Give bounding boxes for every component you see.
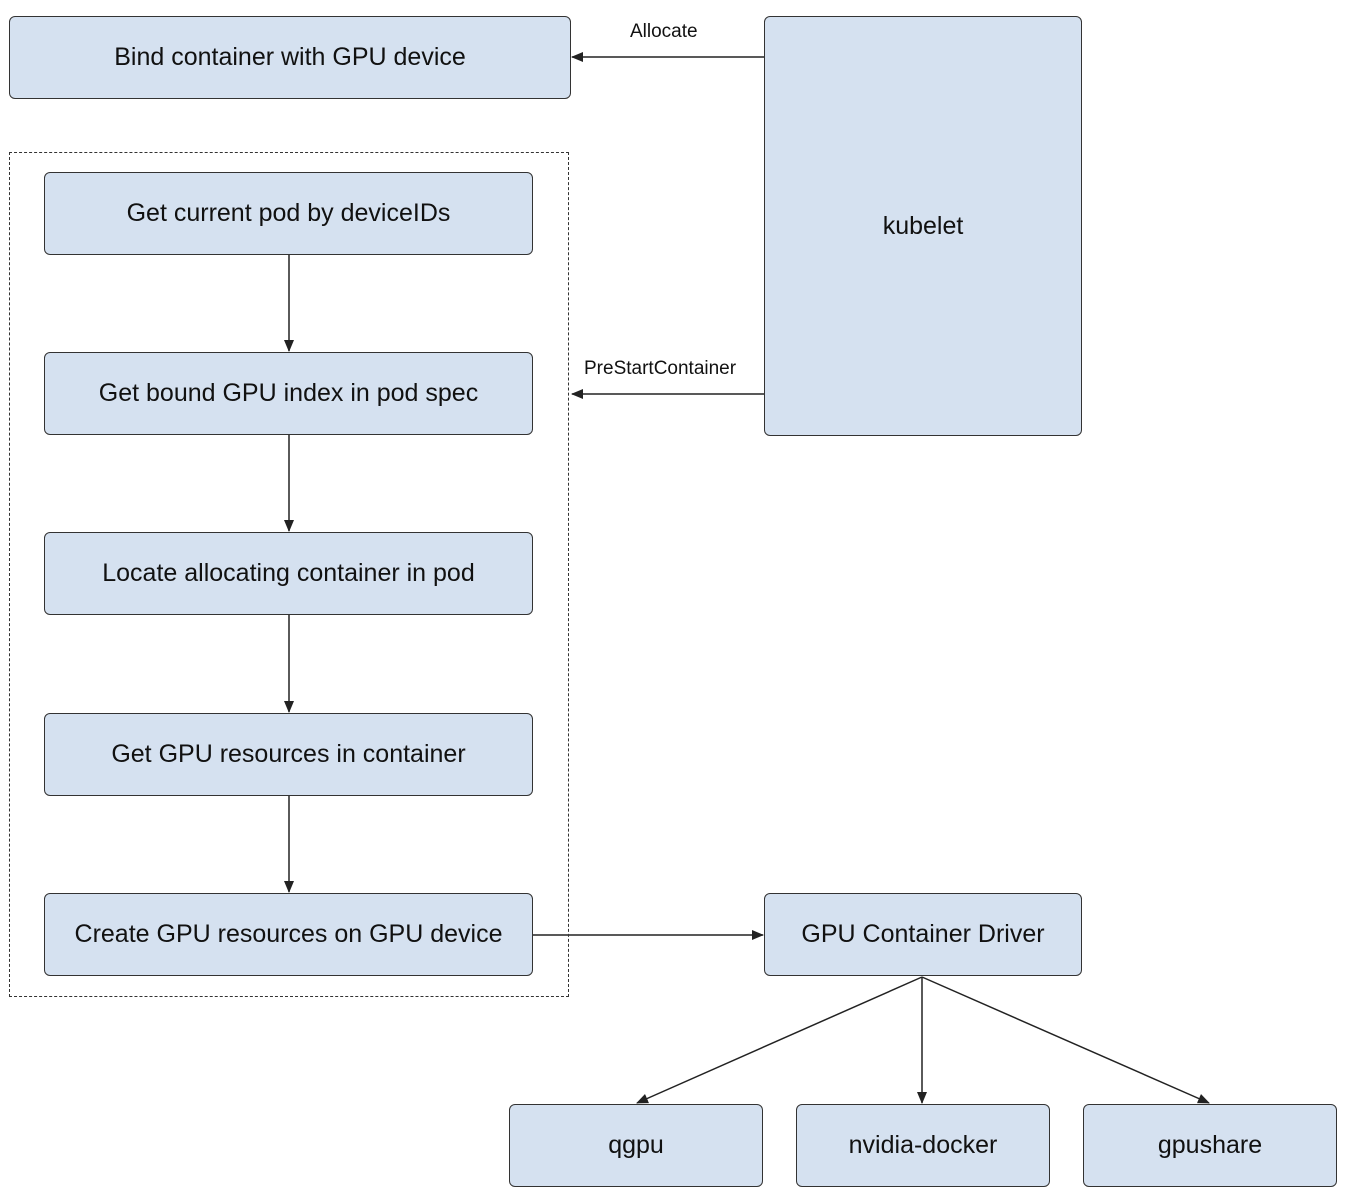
bind-container-node: Bind container with GPU device bbox=[9, 16, 571, 99]
get-current-pod-node: Get current pod by deviceIDs bbox=[44, 172, 533, 255]
get-current-pod-label: Get current pod by deviceIDs bbox=[126, 199, 451, 227]
driver-to-qgpu-arrow bbox=[636, 976, 923, 1104]
prestart-label: PreStartContainer bbox=[584, 358, 737, 379]
gpushare-label: gpushare bbox=[1157, 1131, 1263, 1159]
qgpu-node: qgpu bbox=[509, 1104, 763, 1187]
create-resources-node: Create GPU resources on GPU device bbox=[44, 893, 533, 976]
driver-to-gpushare-arrow bbox=[921, 976, 1210, 1104]
get-bound-index-label: Get bound GPU index in pod spec bbox=[98, 379, 479, 407]
gpushare-node: gpushare bbox=[1083, 1104, 1337, 1187]
kubelet-node: kubelet bbox=[764, 16, 1082, 436]
gpu-container-driver-label: GPU Container Driver bbox=[801, 920, 1045, 948]
bind-container-label: Bind container with GPU device bbox=[114, 43, 466, 71]
allocate-label: Allocate bbox=[630, 21, 698, 42]
get-resources-label: Get GPU resources in container bbox=[111, 740, 466, 768]
create-resources-label: Create GPU resources on GPU device bbox=[74, 920, 503, 948]
locate-container-label: Locate allocating container in pod bbox=[102, 559, 475, 587]
nvidia-docker-label: nvidia-docker bbox=[848, 1131, 998, 1159]
nvidia-docker-node: nvidia-docker bbox=[796, 1104, 1050, 1187]
kubelet-label: kubelet bbox=[882, 211, 964, 240]
locate-container-node: Locate allocating container in pod bbox=[44, 532, 533, 615]
plugin-group-container bbox=[9, 152, 569, 997]
gpu-container-driver-node: GPU Container Driver bbox=[764, 893, 1082, 976]
get-bound-index-node: Get bound GPU index in pod spec bbox=[44, 352, 533, 435]
get-resources-node: Get GPU resources in container bbox=[44, 713, 533, 796]
qgpu-label: qgpu bbox=[608, 1131, 664, 1159]
